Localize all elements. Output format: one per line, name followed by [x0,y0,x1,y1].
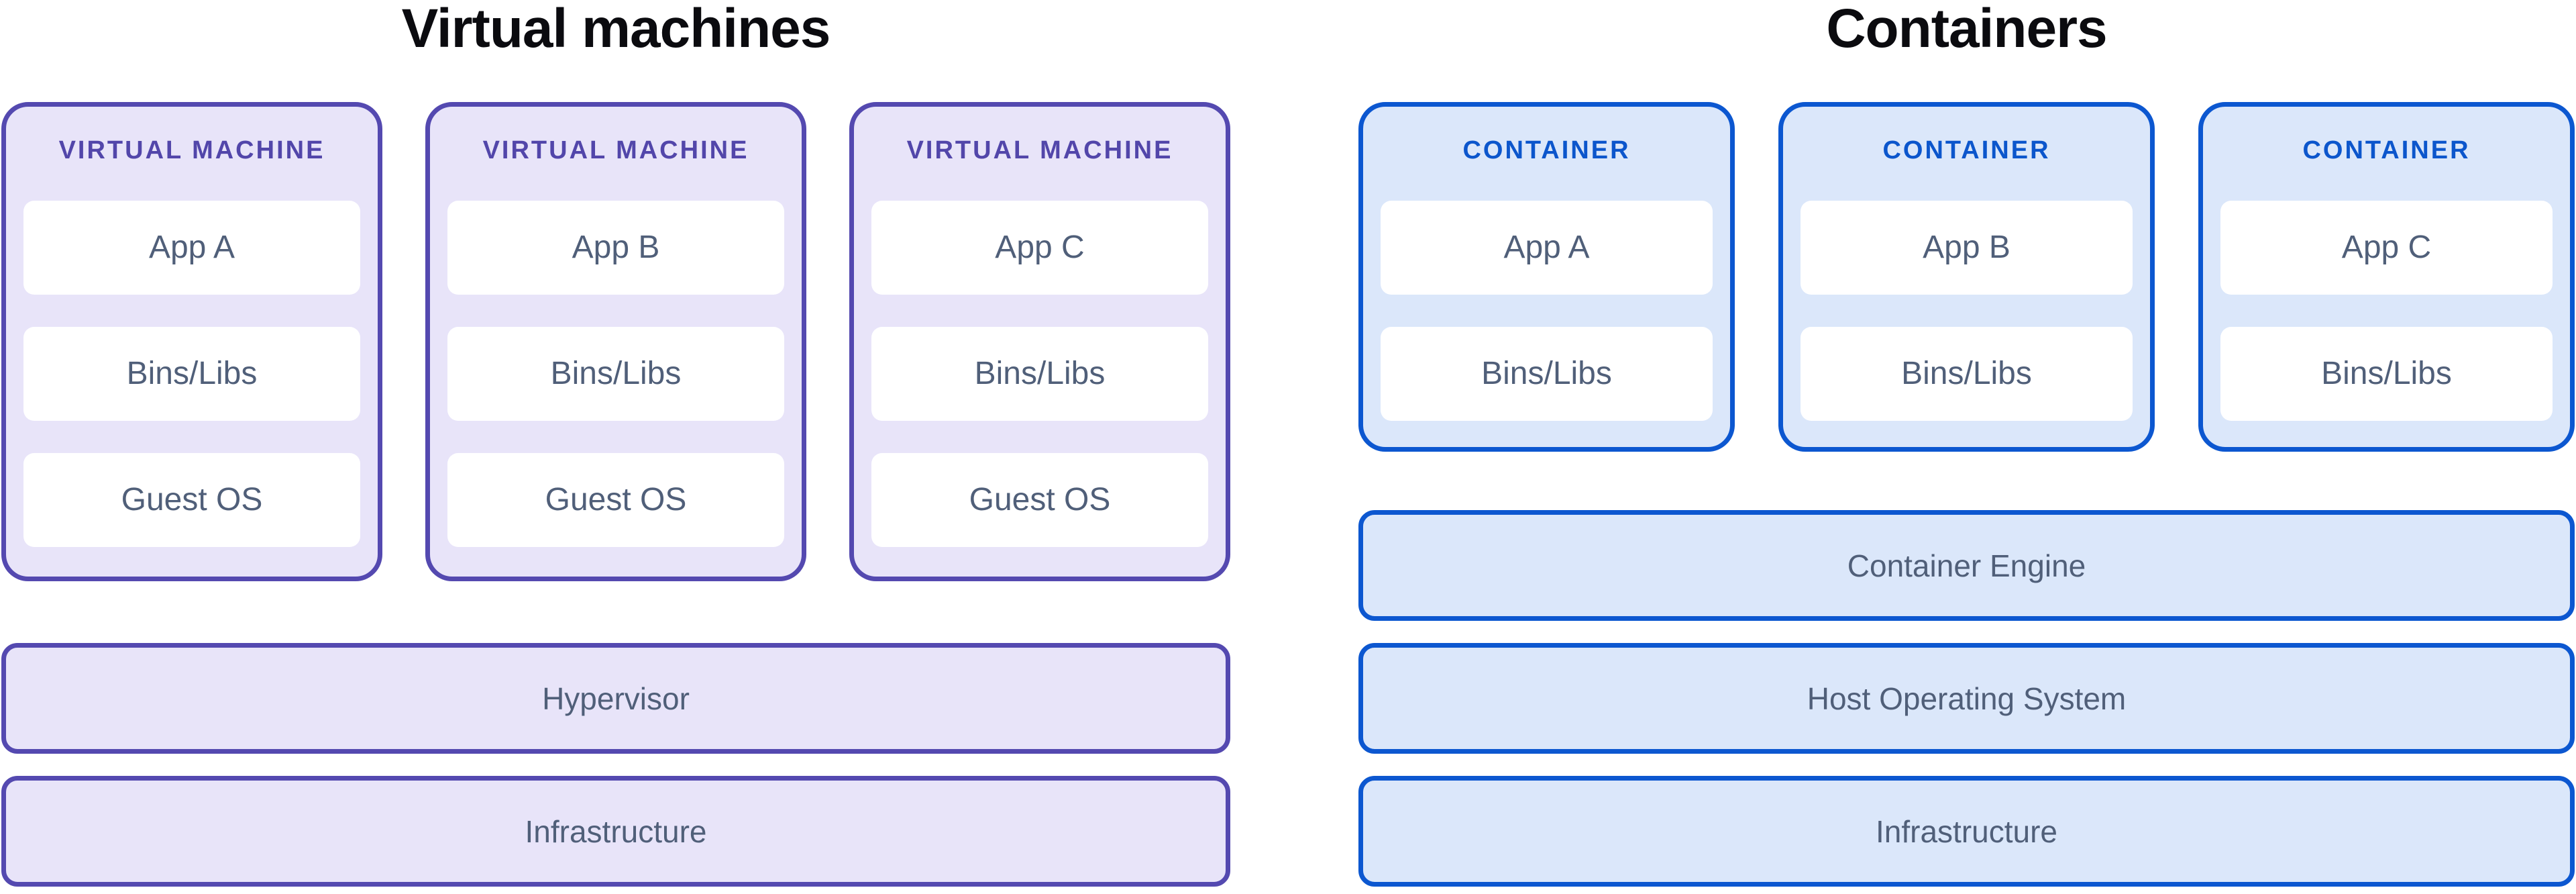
vm-card-2-layer-guestos: Guest OS [447,452,784,547]
container-card-1: CONTAINER App A Bins/Libs [1358,102,1735,452]
container-card-1-layer-binslibs: Bins/Libs [1381,326,1713,421]
vm-cards-row: VIRTUAL MACHINE App A Bins/Libs Guest OS… [1,102,1230,581]
container-card-1-header-label: CONTAINER [1462,136,1631,164]
containers-section-title: Containers [1826,0,2107,59]
vm-card-3-header-label: VIRTUAL MACHINE [906,136,1173,164]
container-card-3-layer-app: App C [2220,200,2553,295]
container-card-3-header-label: CONTAINER [2302,136,2471,164]
container-card-3: CONTAINER App C Bins/Libs [2198,102,2575,452]
vm-card-1: VIRTUAL MACHINE App A Bins/Libs Guest OS [1,102,382,581]
vm-card-2: VIRTUAL MACHINE App B Bins/Libs Guest OS [425,102,806,581]
hypervisor-bar: Hypervisor [1,643,1230,754]
container-card-2-layer-binslibs: Bins/Libs [1801,326,2133,421]
vm-card-2-layer-binslibs: Bins/Libs [447,326,784,421]
container-engine-bar: Container Engine [1358,510,2575,621]
vm-section-title: Virtual machines [401,0,831,59]
vm-infrastructure-bar: Infrastructure [1,776,1230,887]
vm-card-3: VIRTUAL MACHINE App C Bins/Libs Guest OS [849,102,1230,581]
container-card-3-layer-binslibs: Bins/Libs [2220,326,2553,421]
container-infrastructure-bar: Infrastructure [1358,776,2575,887]
vm-card-1-header-label: VIRTUAL MACHINE [58,136,325,164]
container-cards-row: CONTAINER App A Bins/Libs CONTAINER App … [1358,102,2575,452]
vm-card-3-layer-guestos: Guest OS [871,452,1208,547]
container-card-2-header-label: CONTAINER [1882,136,2051,164]
vm-card-1-layer-app: App A [23,200,360,295]
container-card-2: CONTAINER App B Bins/Libs [1778,102,2155,452]
vm-card-3-layer-binslibs: Bins/Libs [871,326,1208,421]
vm-card-3-layer-app: App C [871,200,1208,295]
container-card-2-layer-app: App B [1801,200,2133,295]
vm-card-2-layer-app: App B [447,200,784,295]
container-card-1-layer-app: App A [1381,200,1713,295]
vm-card-1-layer-binslibs: Bins/Libs [23,326,360,421]
vm-card-2-header-label: VIRTUAL MACHINE [482,136,749,164]
vm-card-1-layer-guestos: Guest OS [23,452,360,547]
host-operating-system-bar: Host Operating System [1358,643,2575,754]
